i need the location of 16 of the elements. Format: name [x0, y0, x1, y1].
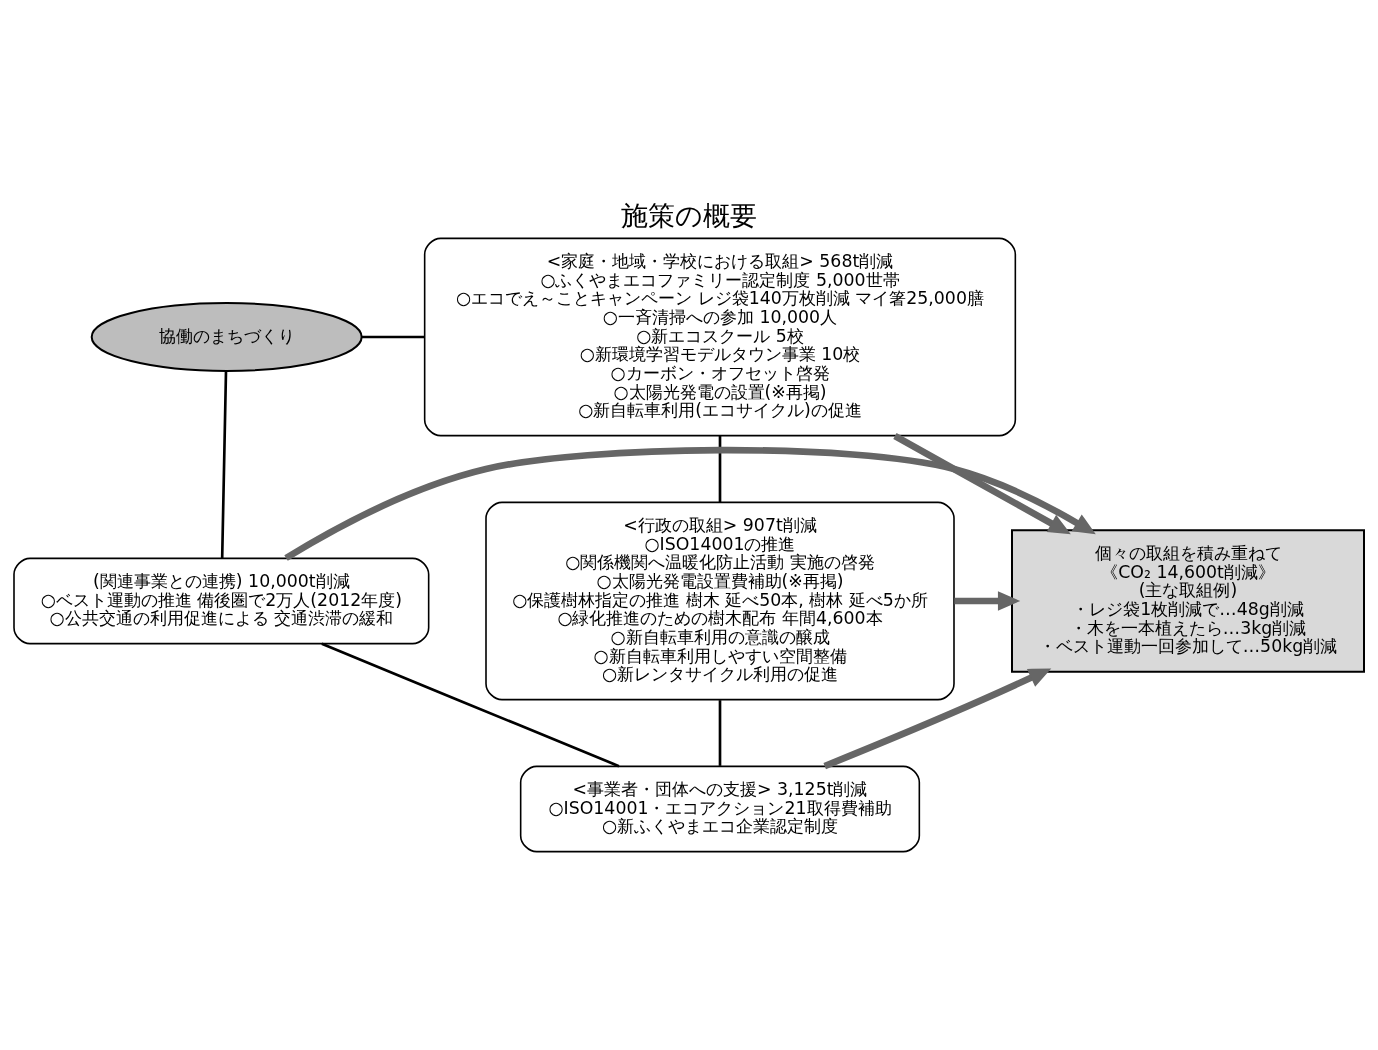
connector: [361, 335, 425, 339]
connector: [220, 371, 228, 559]
node-box: 個々の取組を積み重ねて 《CO₂ 14,600t削減》 (主な取組例) ・レジ袋1枚削減で…48g削減 ・木を一本植えたら…3kg削減 ・ベスト運動一回参加して…50kg削減: [1011, 529, 1365, 673]
arrow: [954, 591, 1021, 611]
arrow: [284, 446, 1096, 561]
node-box: <家庭・地域・学校における取組> 568t削減 ○ふくやまエコファミリー認定制度 5,000世帯 ○エコでえ～ことキャンペーン レジ袋140万枚削減 マイ箸25,000膳 ○一斉清掃への参加 10,000人 ○新エコスクール 5校 ○新環境学習モデルタウン事業 10校 ○カーボン・オフセット啓発 ○太陽光発電の設置(※再掲) ○新自転車利用(エコサイクル)の促進: [423, 237, 1017, 437]
arrow: [893, 433, 1071, 535]
arrow: [823, 668, 1052, 770]
node-box: (関連事業との連携) 10,000t削減 ○ベスト運動の推進 備後圏で2万人(2012年度) ○公共交通の利用促進による 交通渋滞の緩和: [13, 557, 430, 645]
connector: [718, 700, 722, 766]
node-box: <行政の取組> 907t削減 ○ISO14001の推進 ○関係機関へ温暖化防止活動 実施の啓発 ○太陽光発電設置費補助(※再掲) ○保護樹林指定の推進 樹木 延べ50本, 樹林 延べ5か所 ○緑化推進のための樹木配布 年間4,600本 ○新自転車利用の意識の醸成 ○新自転車利用しやすい空間整備 ○新レンタサイクル利用の促進: [485, 501, 955, 701]
node-ellipse: 協働のまちづくり: [90, 302, 363, 372]
connector: [718, 436, 722, 503]
node-box: <事業者・団体への支援> 3,125t削減 ○ISO14001・エコアクション21取得費補助 ○新ふくやまエコ企業認定制度: [519, 765, 921, 853]
diagram-title: 施策の概要: [621, 200, 757, 231]
connector: [321, 642, 620, 768]
